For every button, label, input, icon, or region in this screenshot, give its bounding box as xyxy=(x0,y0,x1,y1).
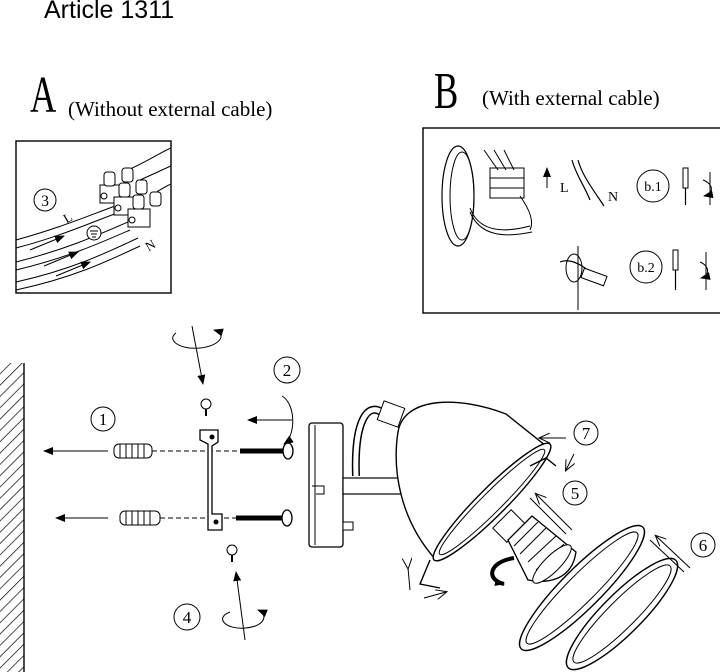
wall-plug-upper xyxy=(113,443,153,459)
screwdriver-icon xyxy=(672,249,679,290)
wall xyxy=(0,363,25,672)
section-b-letter: B xyxy=(434,63,459,120)
section-a-caption: (Without external cable) xyxy=(68,97,273,121)
rotate-arrow-icon xyxy=(281,395,294,445)
spring-clip xyxy=(529,457,557,467)
lamp-shade xyxy=(395,401,552,562)
substep-b1-label: b.1 xyxy=(644,180,662,195)
panel-a-terminal-detail: L N 3 xyxy=(15,140,172,294)
rotate-arrow-icon xyxy=(699,261,711,280)
cable-n-label: N xyxy=(608,190,618,205)
screw-upper xyxy=(240,442,294,460)
earth-symbol xyxy=(86,225,102,241)
screwdriver-icon xyxy=(682,167,689,205)
panel-b-cable-detail: L N b.1 b.2 xyxy=(422,127,720,314)
step-4-number: 4 xyxy=(183,608,192,627)
step-5-number: 5 xyxy=(571,484,580,503)
rotate-arrow-icon xyxy=(172,328,224,349)
terminal-block xyxy=(99,167,162,228)
substep-b2-label: b.2 xyxy=(637,261,655,276)
retaining-ring xyxy=(565,557,679,671)
step-1-number: 1 xyxy=(99,410,108,429)
bracket-screw-bottom xyxy=(226,544,238,562)
wall-plug-lower xyxy=(119,510,161,526)
step-3-number: 3 xyxy=(41,193,49,210)
cable-l-label: L xyxy=(560,181,569,196)
gu10-bulb xyxy=(492,509,577,584)
glass-lens xyxy=(518,524,646,652)
section-b-caption: (With external cable) xyxy=(482,86,660,110)
mounting-bracket xyxy=(199,429,223,531)
twist-arrow-icon xyxy=(490,556,515,586)
step-6-number: 6 xyxy=(699,536,708,555)
bracket-screw-top xyxy=(200,398,212,416)
step-7-number: 7 xyxy=(582,424,591,443)
rotate-arrow-icon xyxy=(222,609,268,629)
screw-lower xyxy=(236,509,293,527)
section-a-letter: A xyxy=(30,67,57,124)
rotate-arrow-icon xyxy=(702,179,714,199)
spring-clip xyxy=(419,559,441,589)
article-title: Article 1311 xyxy=(44,0,175,24)
step-2-number: 2 xyxy=(283,361,292,380)
